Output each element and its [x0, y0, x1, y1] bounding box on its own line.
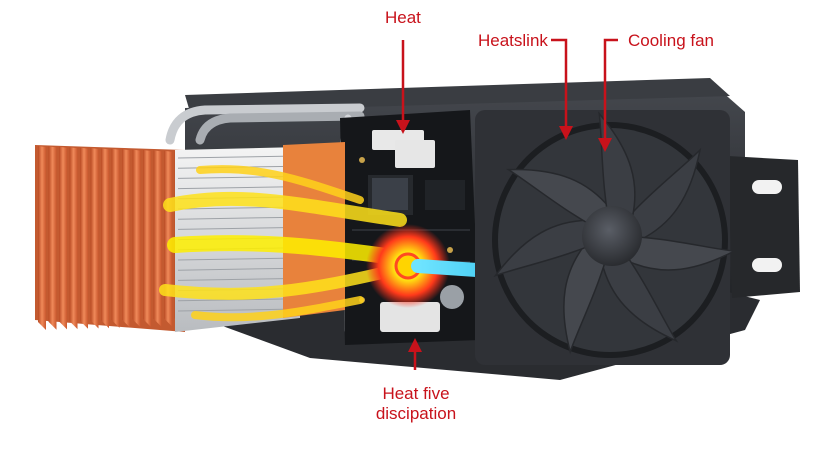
- heat-flow: [159, 165, 408, 322]
- silver-fin: [177, 277, 299, 281]
- copper-fin: [143, 150, 151, 327]
- heat-dissipation-label-line2: discipation: [375, 404, 457, 423]
- leader-lines: [401, 38, 618, 370]
- mounting-bracket: [728, 156, 800, 298]
- silver-fin: [177, 155, 299, 159]
- copper-fin: [101, 148, 109, 329]
- copper-fin: [153, 150, 162, 327]
- copper-fin: [69, 147, 78, 330]
- silver-fin: [177, 216, 299, 220]
- copper-fin: [111, 148, 120, 328]
- silver-fin: [177, 298, 299, 302]
- fan-blade: [610, 235, 737, 271]
- cooling-fan-label: Cooling fan: [628, 31, 715, 50]
- silver-fin: [177, 267, 299, 271]
- copper-fin: [59, 146, 67, 330]
- copper-fin: [80, 147, 88, 329]
- copper-fin: [90, 148, 99, 329]
- copper-fin: [164, 150, 172, 327]
- leader-arrowheads: [396, 120, 612, 352]
- heatsink-label: Heatslink: [478, 31, 548, 50]
- copper-fin: [48, 146, 57, 330]
- cooling-fan-icon: [475, 110, 737, 365]
- silver-fin: [177, 186, 299, 190]
- fan-blade: [505, 168, 613, 238]
- fan-blade: [563, 234, 614, 355]
- silver-fin: [177, 226, 299, 230]
- copper-fin: [38, 146, 46, 330]
- silver-fin: [177, 257, 299, 261]
- copper-fin: [122, 149, 130, 328]
- silver-fin: [177, 308, 299, 312]
- heat-dissipation-label-line1: Heat five: [382, 384, 450, 403]
- copper-fin: [132, 149, 141, 328]
- heat-label: Heat: [385, 8, 421, 27]
